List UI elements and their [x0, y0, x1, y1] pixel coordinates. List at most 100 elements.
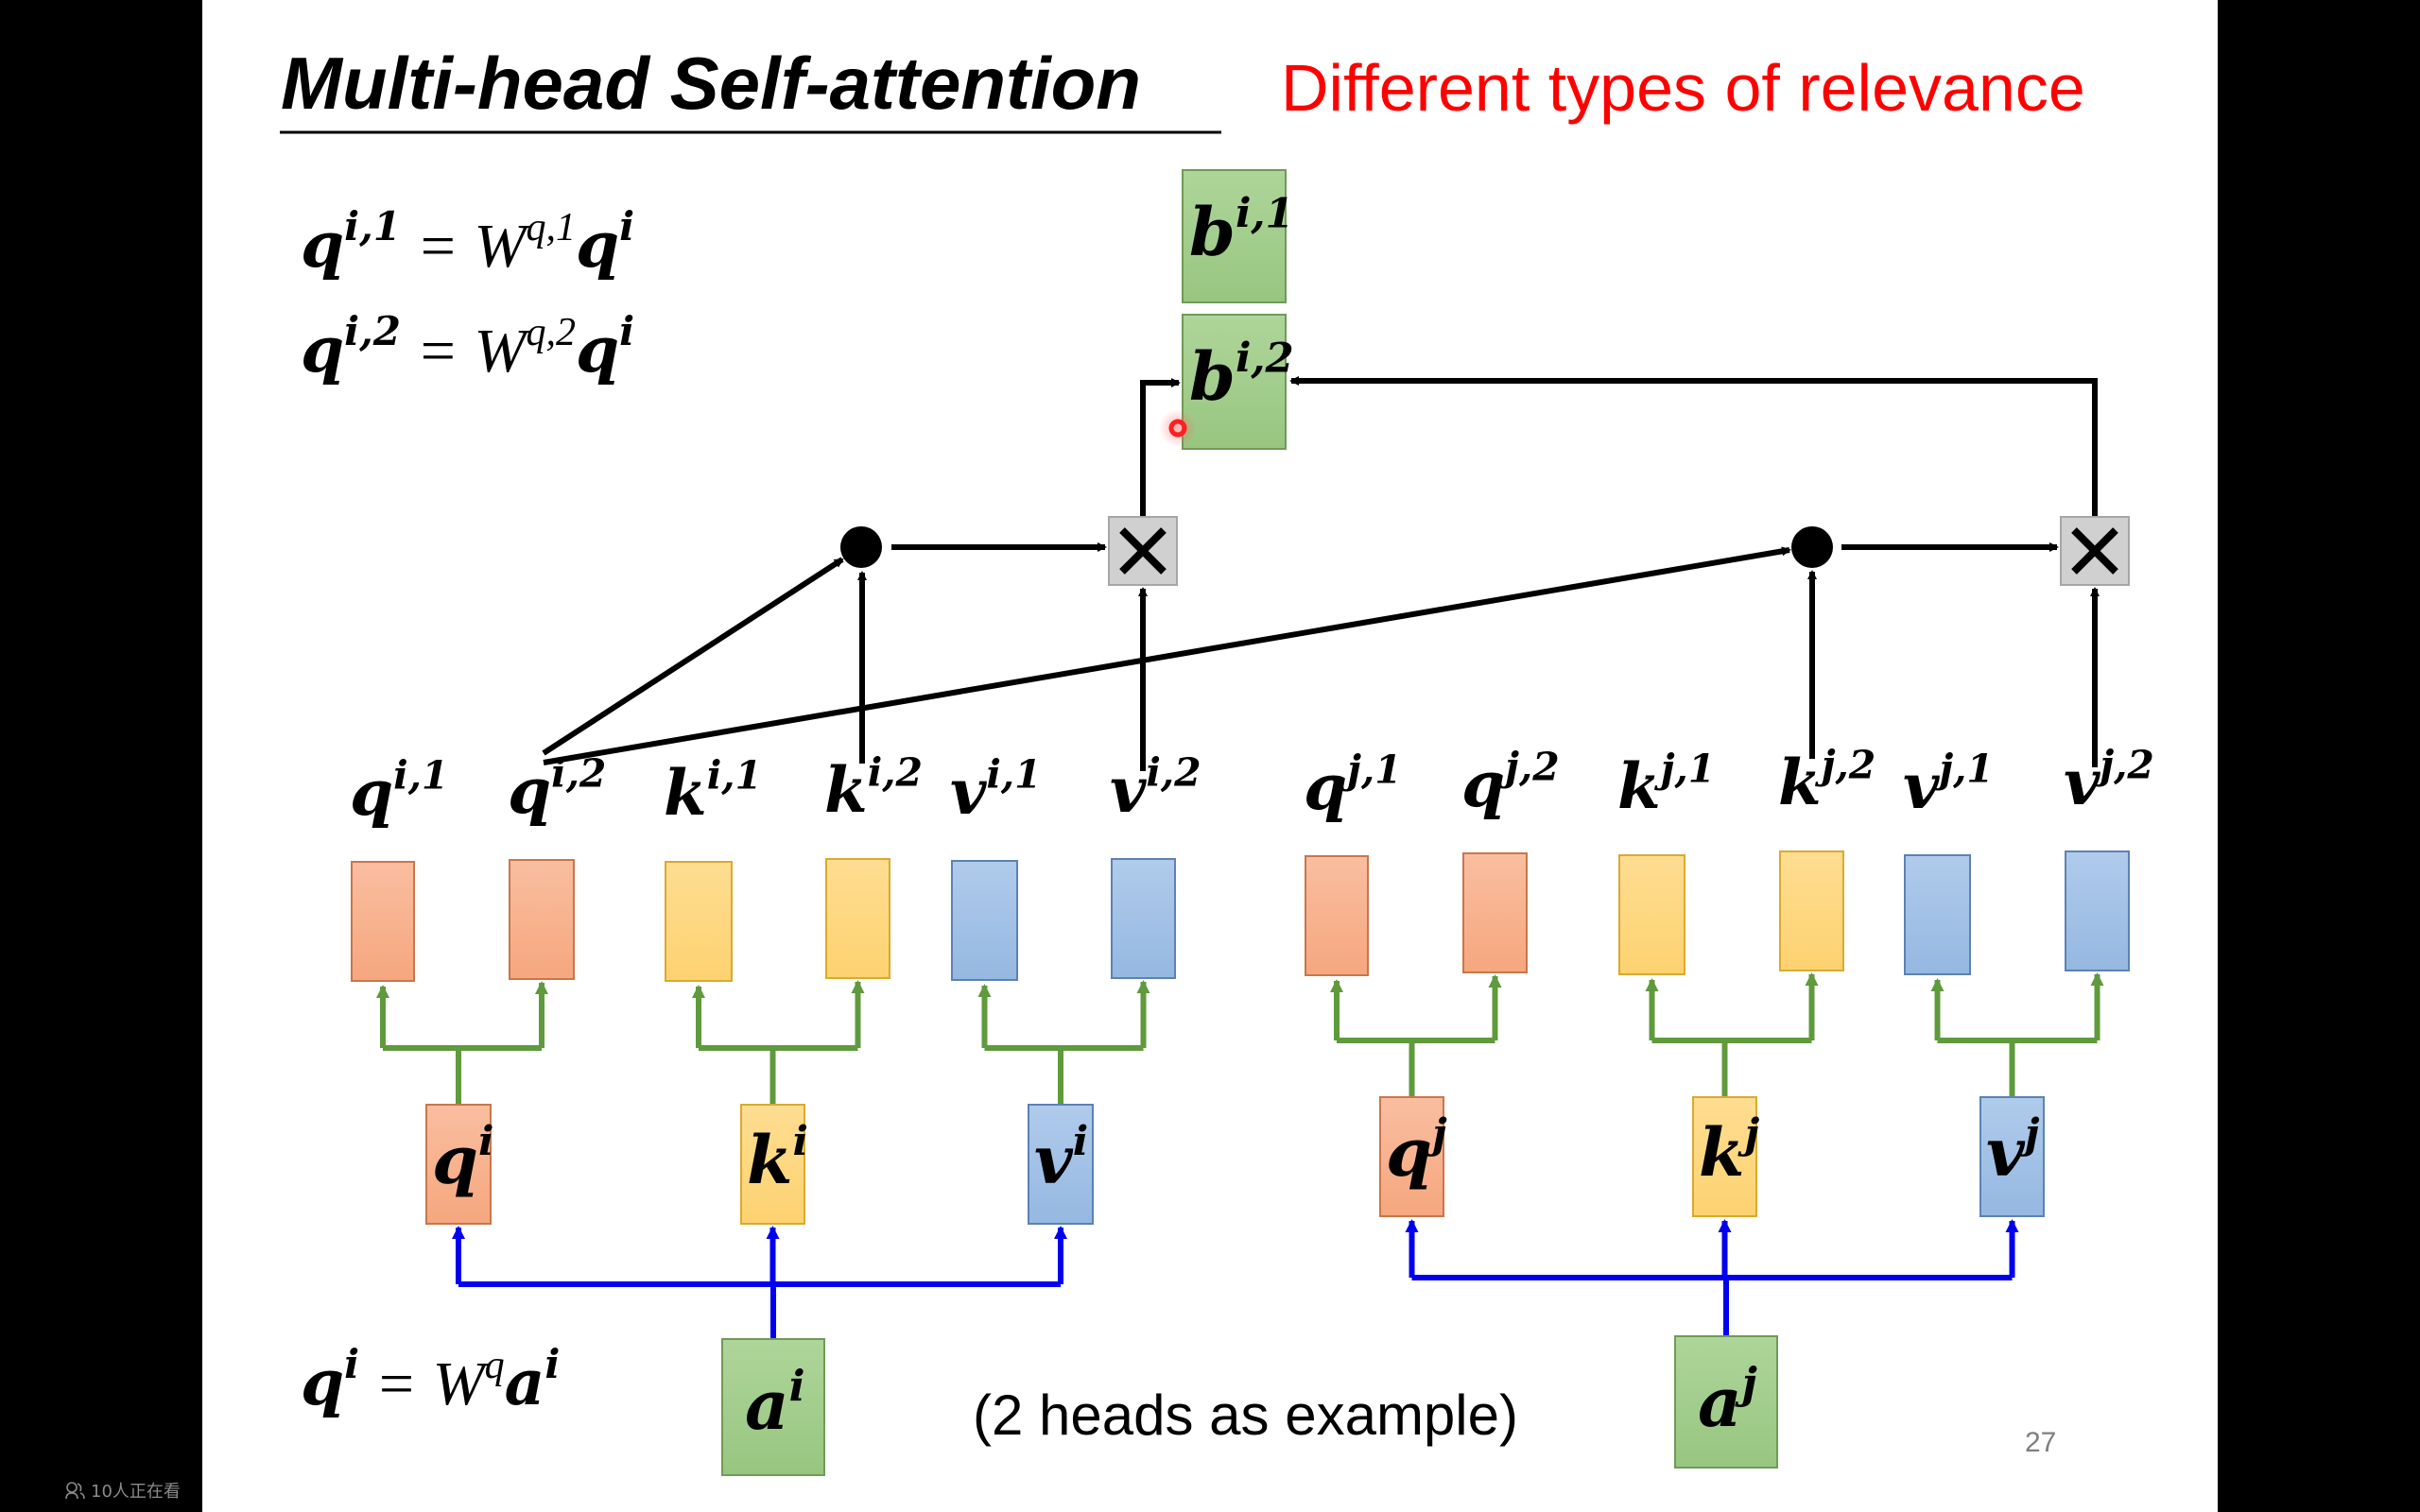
base-vector-v-i: vi: [1028, 1104, 1094, 1225]
equation-3: qi = Wqai: [301, 1341, 560, 1419]
split-connector: [692, 980, 865, 1105]
base-vector-label-base: q: [1386, 1113, 1432, 1192]
head-vector-label: ki,2: [824, 749, 923, 827]
connectors: [376, 376, 2104, 1339]
split-connector: [977, 980, 1150, 1105]
head-vector-label-base: v: [1903, 749, 1940, 823]
head-vector-label-base: v: [1110, 753, 1147, 827]
page-number: 27: [2025, 1427, 2056, 1458]
head-vector-label-sup: i,2: [551, 750, 606, 796]
base-vector-v-j: vj: [1979, 1096, 2045, 1217]
head-vector-label: qi,2: [508, 750, 606, 828]
split-connector: [376, 981, 548, 1105]
head-vector-label-base: k: [1778, 746, 1822, 819]
base-vector-label-base: k: [747, 1121, 793, 1199]
laser-pointer-cursor: [1159, 409, 1197, 447]
output-vector-b-i-1: bi,1: [1182, 169, 1294, 303]
base-vector-q-j: qj: [1379, 1096, 1447, 1217]
eq-rhs: q: [576, 313, 619, 387]
equation-text: qi,1 = Wq,1qi: [301, 203, 634, 282]
key-vector-box: [1692, 1096, 1757, 1217]
head-vector-q-i-2: qi,2: [508, 750, 606, 980]
input-vector-label-base: a: [1698, 1362, 1742, 1442]
key-vector-box: [665, 861, 733, 982]
head-vector-label-sup: j,2: [1498, 744, 1560, 789]
query-vector-box: [1305, 855, 1369, 976]
input-vector-box: [721, 1338, 825, 1476]
head-vector-label-sup: j,1: [1932, 746, 1994, 791]
equation-text: qi,2 = Wq,2qi: [301, 308, 634, 387]
split-connector: [1930, 972, 2104, 1097]
head-vector-k-i-2: ki,2: [824, 749, 923, 979]
value-vector-box: [1979, 1096, 2045, 1217]
input-vector-label: ai: [745, 1361, 805, 1445]
head-vector-v-j-1: vj,1: [1903, 746, 1994, 975]
eq-lhs-sup: i,2: [344, 308, 401, 354]
eq-weight-sup: q: [485, 1344, 505, 1387]
multiply1-to-output-arrow: [1140, 378, 1181, 516]
output-vector-label: bi,1: [1189, 190, 1294, 271]
head-vector-v-i-2: vi,2: [1110, 749, 1201, 979]
eq-rhs-sup: i: [544, 1341, 560, 1387]
input-vector-label-base: a: [745, 1365, 789, 1445]
multiply-operator: [1108, 516, 1178, 586]
operators: [840, 516, 2130, 586]
value-vector-box: [1111, 858, 1176, 979]
head-vector-label-base: q: [1304, 750, 1347, 824]
head-vector-k-i-1: ki,1: [664, 752, 762, 982]
value-vector-box: [951, 860, 1018, 981]
eq-lhs-sup: i,1: [344, 203, 401, 249]
output-vector-b-i-2: bi,2: [1182, 314, 1294, 450]
viewer-count-text: 10人正在看: [91, 1482, 181, 1502]
head-vector-label: vj,1: [1903, 746, 1994, 823]
dot-product-operator: [840, 526, 882, 568]
head-vector-label-base: k: [824, 753, 868, 827]
base-vector-label: vi: [1034, 1118, 1088, 1199]
projection-connector: [1405, 1219, 2019, 1336]
head-vector-label-base: q: [350, 756, 393, 830]
eq-lhs: q: [301, 208, 344, 282]
value-vector-box: [2065, 850, 2130, 971]
cursor-glow: [1159, 409, 1197, 447]
viewers-icon: [65, 1482, 85, 1500]
input-vector-label: aj: [1698, 1358, 1757, 1442]
head-vector-k-j-2: kj,2: [1778, 742, 1876, 971]
head-vector-label-base: k: [1617, 749, 1661, 823]
query-vector-box: [1379, 1096, 1444, 1217]
eq-weight-sup: q,2: [527, 311, 577, 354]
head-vector-label: vi,2: [1110, 749, 1201, 827]
head-vector-label: vj,2: [2064, 742, 2154, 819]
eq-equals: =: [401, 317, 475, 386]
multiply-icon: [2071, 527, 2118, 575]
head-vector-label: qi,1: [350, 752, 448, 830]
base-vector-label-base: k: [1699, 1113, 1745, 1192]
head-vector-label: qj,2: [1461, 744, 1560, 821]
head-vector-q-j-1: qj,1: [1304, 747, 1402, 976]
eq-rhs-sup: i: [619, 308, 634, 354]
head-vector-label: qj,1: [1304, 747, 1402, 824]
multiply-icon: [1119, 527, 1167, 575]
head-vector-label-base: v: [950, 755, 987, 829]
query-to-dot1-arrow: [542, 557, 844, 756]
output-vector-label-base: b: [1189, 193, 1236, 271]
base-vector-label-base: v: [1034, 1121, 1074, 1199]
head-vector-label-sup: j,1: [1340, 747, 1402, 792]
head-vector-label: vi,1: [950, 751, 1042, 829]
equation-2: qi,2 = Wq,2qi: [301, 308, 634, 387]
eq-rhs: q: [576, 208, 619, 282]
multiply2-to-output-arrow: [1289, 376, 2098, 516]
head-vector-label-base: q: [1461, 747, 1505, 821]
head-vector-label-sup: i,2: [868, 749, 923, 795]
eq-lhs: q: [301, 313, 344, 387]
output-vector-label-sup: i,2: [1236, 335, 1294, 383]
base-vector-label: qi: [432, 1118, 493, 1199]
dot-product-operator: [1791, 526, 1833, 568]
base-vector-label-base: q: [432, 1121, 478, 1199]
head-vector-label: kj,1: [1617, 746, 1715, 823]
key-vector-box: [825, 858, 890, 979]
head-vector-v-i-1: vi,1: [950, 751, 1042, 981]
head-vector-v-j-2: vj,2: [2064, 742, 2154, 971]
key-vector-box: [1618, 854, 1685, 975]
base-vector-label: ki: [747, 1118, 808, 1199]
